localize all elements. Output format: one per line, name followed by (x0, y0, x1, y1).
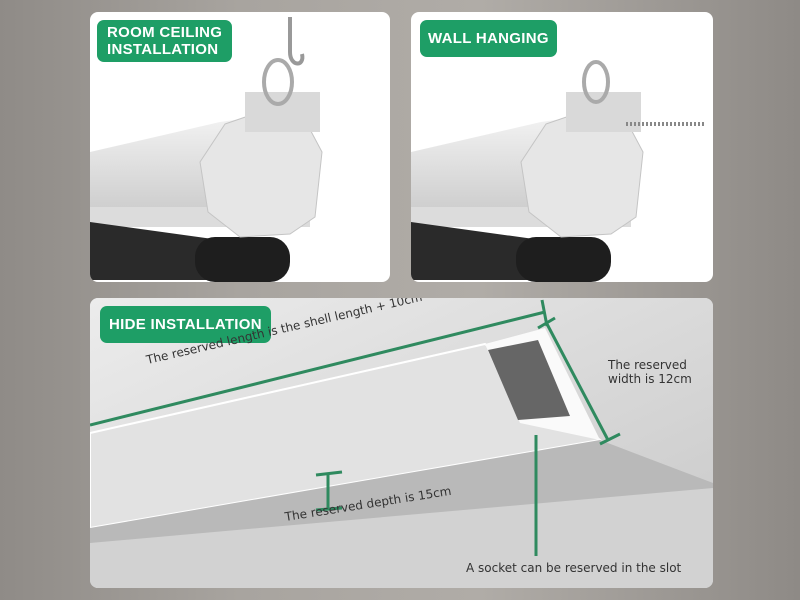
length-dimension-line (90, 310, 546, 427)
socket-icon (488, 340, 570, 420)
ceiling-mount-illustration (90, 17, 323, 282)
hidden-slot-diagram (90, 298, 713, 588)
wall-mount-illustration (411, 60, 706, 282)
ceiling-installation-badge: ROOM CEILING INSTALLATION (97, 20, 233, 62)
badge-line-2: INSTALLATION (107, 41, 219, 58)
badge-line-1: ROOM CEILING (107, 24, 223, 41)
width-label-line-2: width is 12cm (608, 372, 692, 386)
ceiling-installation-panel: ROOM CEILING INSTALLATION (90, 12, 390, 282)
width-label: The reserved width is 12cm (608, 358, 692, 386)
wall-hanging-badge: WALL HANGING (420, 20, 557, 57)
width-dimension-line (545, 323, 610, 441)
socket-label: A socket can be reserved in the slot (466, 561, 682, 575)
wall-hanging-panel: WALL HANGING (411, 12, 713, 282)
dimension-lines (90, 299, 621, 556)
width-label-line-1: The reserved (608, 358, 687, 372)
hide-installation-panel: HIDE INSTALLATION The reserved length is… (90, 298, 713, 588)
hide-installation-badge: HIDE INSTALLATION (100, 306, 271, 343)
